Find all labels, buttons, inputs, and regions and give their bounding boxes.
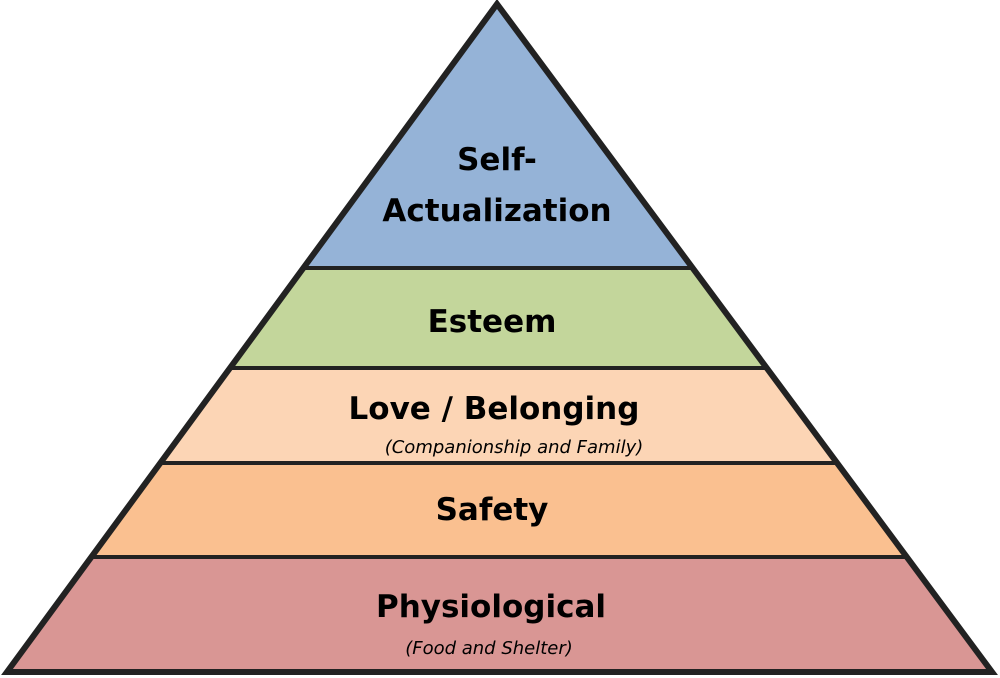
level-label-esteem: Esteem [428, 304, 557, 340]
level-label-self: Self- [457, 142, 537, 178]
level-label-love-belonging: Love / Belonging [349, 391, 640, 427]
level-subtitle-physiological: (Food and Shelter) [405, 638, 573, 659]
level-label-actualization: Actualization [382, 193, 611, 229]
level-label-physiological: Physiological [376, 589, 606, 625]
level-label-safety: Safety [436, 492, 549, 528]
level-subtitle-love-belonging: (Companionship and Family) [385, 437, 644, 458]
